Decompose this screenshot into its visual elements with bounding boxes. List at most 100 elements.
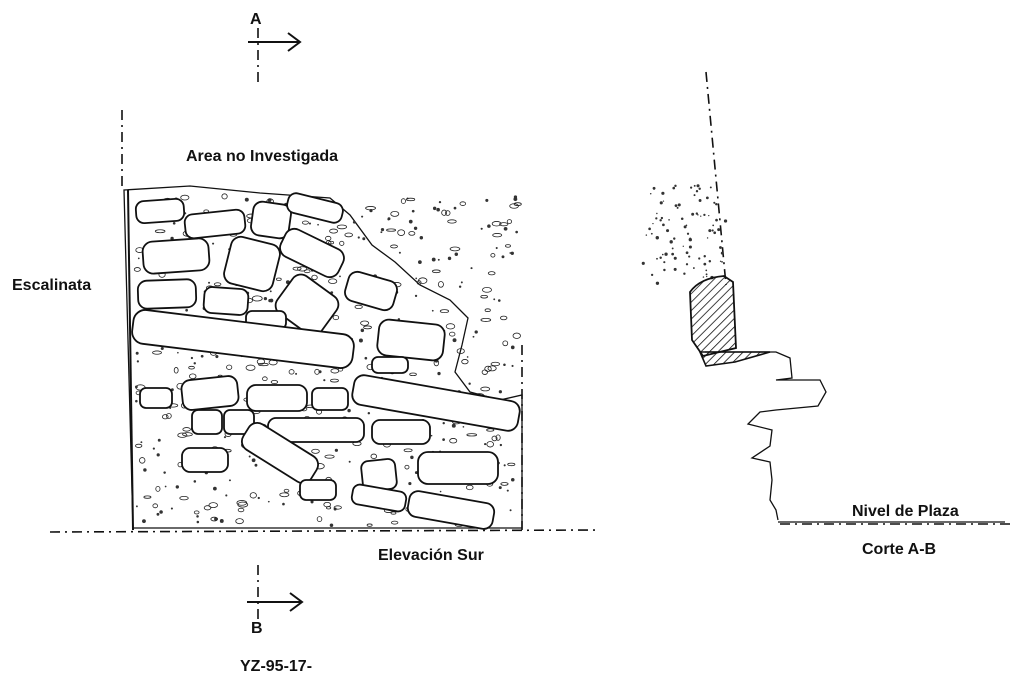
rubble-grain <box>361 215 364 218</box>
rubble-grain <box>157 438 161 442</box>
rubble-grain <box>154 229 166 234</box>
rubble-grain <box>449 246 461 252</box>
rubble-grain <box>442 438 445 441</box>
rubble-grain <box>510 477 515 482</box>
rubble-grain <box>495 434 501 441</box>
rubble-grain <box>166 413 172 419</box>
rubble-grain <box>491 435 498 442</box>
rubble-grain <box>142 519 146 524</box>
rubble-grain <box>325 235 332 241</box>
rubble-grain <box>492 233 503 238</box>
rubble-grain <box>501 255 505 259</box>
rubble-grain <box>466 356 469 358</box>
rubble-grain <box>397 229 406 236</box>
rubble-grain <box>511 364 514 368</box>
rubble-grain <box>693 184 696 187</box>
rubble-grain <box>245 364 256 371</box>
rubble-grain <box>495 247 498 250</box>
rubble-grain <box>465 484 474 491</box>
rubble-grain <box>390 511 397 515</box>
rubble-grain <box>438 200 442 204</box>
rubble-grain <box>698 199 702 202</box>
rubble-grain <box>336 224 348 230</box>
rubble-grain <box>715 218 718 222</box>
rubble-grain <box>311 274 318 281</box>
rubble-grain <box>480 294 488 299</box>
rubble-grain <box>380 227 385 232</box>
rubble-grain <box>472 335 475 338</box>
rubble-grain <box>708 214 710 217</box>
rubble-grain <box>339 275 341 278</box>
rubble-grain <box>449 438 458 444</box>
rubble-grain <box>140 441 143 444</box>
rubble-grain <box>659 256 662 259</box>
rubble-grain <box>370 453 378 459</box>
rubble-grain <box>223 436 227 439</box>
rubble-grain <box>505 244 511 248</box>
rubble-grain <box>445 323 456 330</box>
rubble-grain <box>418 260 422 264</box>
rubble-grain <box>664 252 668 256</box>
rubble-grain <box>196 520 200 524</box>
rubble-grain <box>715 202 718 206</box>
rubble-grain <box>671 247 674 250</box>
rubble-grain <box>711 229 714 232</box>
rubble-grain <box>491 221 502 227</box>
rubble-grain <box>650 273 654 277</box>
rubble-grain <box>263 296 268 301</box>
rubble-grain <box>650 232 653 235</box>
rubble-grain <box>482 286 492 293</box>
rubble-grain <box>668 219 670 221</box>
rubble-grain <box>213 486 217 491</box>
rubble-grain <box>390 244 398 249</box>
rubble-grain <box>719 260 722 262</box>
rubble-grain <box>683 272 686 275</box>
rubble-grain <box>663 268 666 272</box>
rubble-grain <box>500 315 508 321</box>
rubble-grain <box>329 523 334 527</box>
rubble-grain <box>193 362 196 365</box>
rubble-grain <box>692 267 695 269</box>
rubble-grain <box>248 455 251 458</box>
rubble-grain <box>170 507 173 510</box>
rubble-grain <box>364 356 368 360</box>
rubble-grain <box>497 299 501 302</box>
rubble-grain <box>156 453 160 457</box>
rubble-grain <box>641 261 645 265</box>
rubble-grain <box>468 382 471 385</box>
rubble-grain <box>659 201 663 205</box>
rubble-grain <box>697 214 699 216</box>
rubble-grain <box>323 501 331 508</box>
rubble-grain <box>486 441 494 448</box>
rubble-grain <box>499 222 509 227</box>
rubble-grain <box>308 222 312 225</box>
rubble-grain <box>282 502 285 506</box>
rubble-grain <box>226 364 233 370</box>
rubble-grain <box>470 267 473 270</box>
rubble-grain <box>390 210 400 217</box>
rubble-grain <box>136 360 139 363</box>
rubble-grain <box>408 481 412 486</box>
rubble-grain <box>458 285 462 288</box>
rubble-grain <box>447 219 457 224</box>
rubble-grain <box>316 516 323 523</box>
rubble-grain <box>257 496 260 500</box>
rubble-grain <box>358 338 363 343</box>
rubble-grain <box>709 186 712 189</box>
rubble-grain <box>212 242 215 245</box>
rubble-grain <box>344 232 353 238</box>
rubble-grain <box>486 428 495 432</box>
rubble-grain <box>324 454 335 459</box>
rubble-grain <box>719 246 722 249</box>
rubble-grain <box>436 207 440 212</box>
rubble-grain <box>695 190 699 193</box>
rubble-grain <box>507 462 516 467</box>
rubble-grain <box>439 490 442 493</box>
rubble-grain <box>292 266 302 271</box>
rubble-grain <box>135 351 139 355</box>
rubble-grain <box>390 520 399 525</box>
rubble-grain <box>135 443 143 448</box>
rubble-grain <box>663 261 666 264</box>
rubble-grain <box>649 193 652 195</box>
rubble-grain <box>190 356 194 360</box>
